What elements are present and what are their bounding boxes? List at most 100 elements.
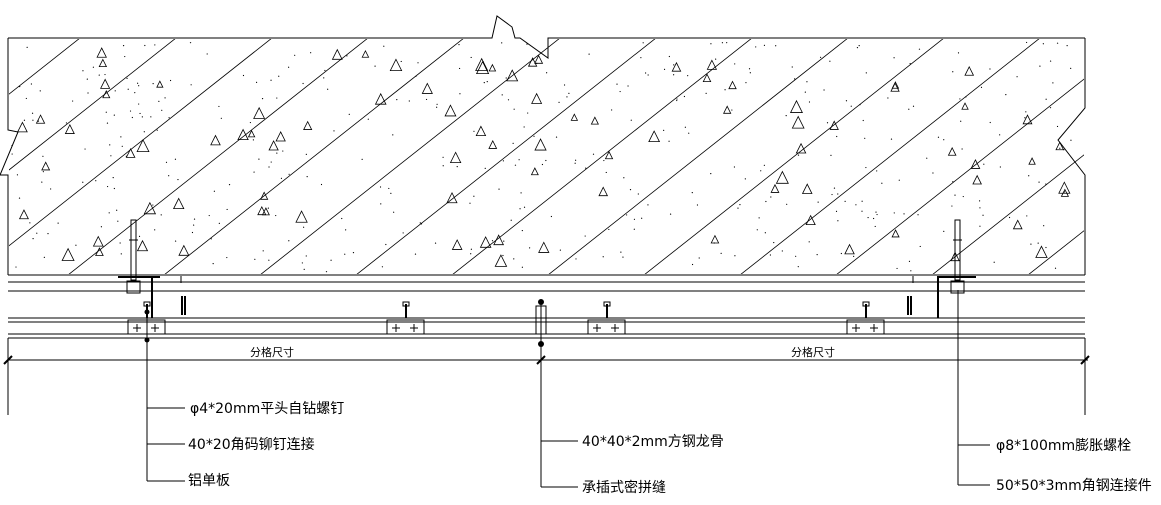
aggregate-dot xyxy=(726,42,728,44)
aggregate-dot xyxy=(698,257,700,259)
aggregate-dot xyxy=(137,82,139,84)
aggregate-dot xyxy=(323,77,325,79)
aggregate-triangle xyxy=(805,214,816,226)
aggregate-dot xyxy=(288,173,290,175)
aggregate-dot xyxy=(765,200,767,203)
aggregate-dot xyxy=(616,83,618,85)
aggregate-dot xyxy=(458,67,461,70)
aggregate-dot xyxy=(563,84,566,86)
aggregate-dot xyxy=(836,135,838,138)
aggregate-triangle xyxy=(770,183,780,193)
aggregate-dot xyxy=(242,74,245,77)
aggregate-dot xyxy=(965,96,967,98)
aggregate-dot xyxy=(333,130,335,132)
aggregate-dot xyxy=(385,243,387,246)
aggregate-dot xyxy=(502,254,504,257)
aggregate-dot xyxy=(909,63,911,65)
aggregate-triangle xyxy=(488,63,497,72)
aggregate-dot xyxy=(518,159,520,161)
aggregate-dot xyxy=(533,135,535,137)
aggregate-dot xyxy=(37,120,40,122)
aggregate-dot xyxy=(160,214,162,216)
aggregate-dot xyxy=(156,129,158,131)
aggregate-triangle xyxy=(534,138,547,151)
aggregate-dot xyxy=(152,204,154,206)
aggregate-dot xyxy=(121,145,123,147)
aggregate-dot xyxy=(325,271,328,273)
left-anchor-assembly xyxy=(118,219,186,318)
aggregate-dot xyxy=(210,238,212,240)
aggregate-dot xyxy=(417,62,419,64)
aggregate-dot xyxy=(954,194,956,196)
aggregate-dot xyxy=(345,229,347,231)
aggregate-dot xyxy=(226,256,228,259)
aggregate-dot xyxy=(15,266,17,268)
dimension-tick-right xyxy=(1080,355,1090,365)
aggregate-dot xyxy=(584,235,586,237)
aggregate-dot xyxy=(30,83,33,85)
aggregate-dot xyxy=(980,86,983,88)
aggregate-triangle xyxy=(961,102,969,110)
aggregate-dot xyxy=(588,53,590,55)
aggregate-dot xyxy=(280,177,283,179)
aggregate-dot xyxy=(261,98,264,100)
aggregate-dot xyxy=(82,70,84,72)
aggregate-dot xyxy=(254,258,256,260)
aggregate-dot xyxy=(270,79,272,81)
aggregate-dot xyxy=(837,220,839,222)
aggregate-dot xyxy=(388,187,390,190)
callout-anchor-bolt: φ8*100mm膨胀螺栓 xyxy=(996,437,1131,454)
aggregate-triangle xyxy=(449,151,462,163)
aggregate-dot xyxy=(673,64,675,66)
aggregate-triangle xyxy=(534,54,544,64)
aggregate-dot xyxy=(808,241,810,243)
aggregate-dot xyxy=(633,218,636,220)
aggregate-triangle xyxy=(789,99,803,113)
aggregate-dot xyxy=(470,248,472,250)
aggregate-dot xyxy=(276,152,278,154)
aggregate-dot xyxy=(484,167,486,169)
aggregate-dot xyxy=(555,136,558,138)
aggregate-triangle xyxy=(1035,245,1048,258)
aggregate-dot xyxy=(983,163,985,165)
aggregate-dot xyxy=(164,97,166,99)
aggregate-dot xyxy=(105,111,107,113)
aggregate-dot xyxy=(819,56,822,58)
aggregate-triangle xyxy=(41,161,51,171)
aggregate-dot xyxy=(113,187,115,190)
callout-angle-rivet: 40*20角码铆钉连接 xyxy=(188,436,315,453)
aggregate-dot xyxy=(276,97,278,99)
aggregate-triangle xyxy=(172,197,185,210)
aggregate-dot xyxy=(876,213,878,216)
aggregate-dot xyxy=(104,73,106,76)
aggregate-dot xyxy=(193,224,195,226)
aggregate-dot xyxy=(114,90,116,92)
aggregate-dot xyxy=(100,226,103,228)
aggregate-dot xyxy=(521,266,523,268)
aggregate-dot xyxy=(734,255,736,257)
aggregate-dot xyxy=(705,92,707,94)
aggregate-dot xyxy=(756,229,758,231)
aggregate-dot xyxy=(856,47,859,49)
hatch-line xyxy=(356,39,656,274)
aggregate-dot xyxy=(1045,183,1047,185)
aggregate-dot xyxy=(910,270,912,272)
aggregate-dot xyxy=(512,142,514,144)
aggregate-dot xyxy=(603,159,605,162)
hatch-line xyxy=(836,78,1084,274)
aggregate-dot xyxy=(633,228,635,230)
aggregate-dot xyxy=(302,82,304,85)
aggregate-dot xyxy=(482,61,484,63)
aggregate-dot xyxy=(390,192,392,194)
aggregate-dot xyxy=(833,187,836,189)
aggregate-dot xyxy=(989,68,991,70)
aggregate-dot xyxy=(510,219,512,221)
aggregate-dot xyxy=(592,153,595,155)
aggregate-dot xyxy=(993,261,995,263)
aggregate-dot xyxy=(645,72,647,74)
aggregate-dot xyxy=(65,122,68,124)
aggregate-dot xyxy=(979,225,981,227)
aggregate-dot xyxy=(862,119,864,122)
aggregate-triangle xyxy=(136,138,150,152)
aggregate-dot xyxy=(1043,225,1045,227)
